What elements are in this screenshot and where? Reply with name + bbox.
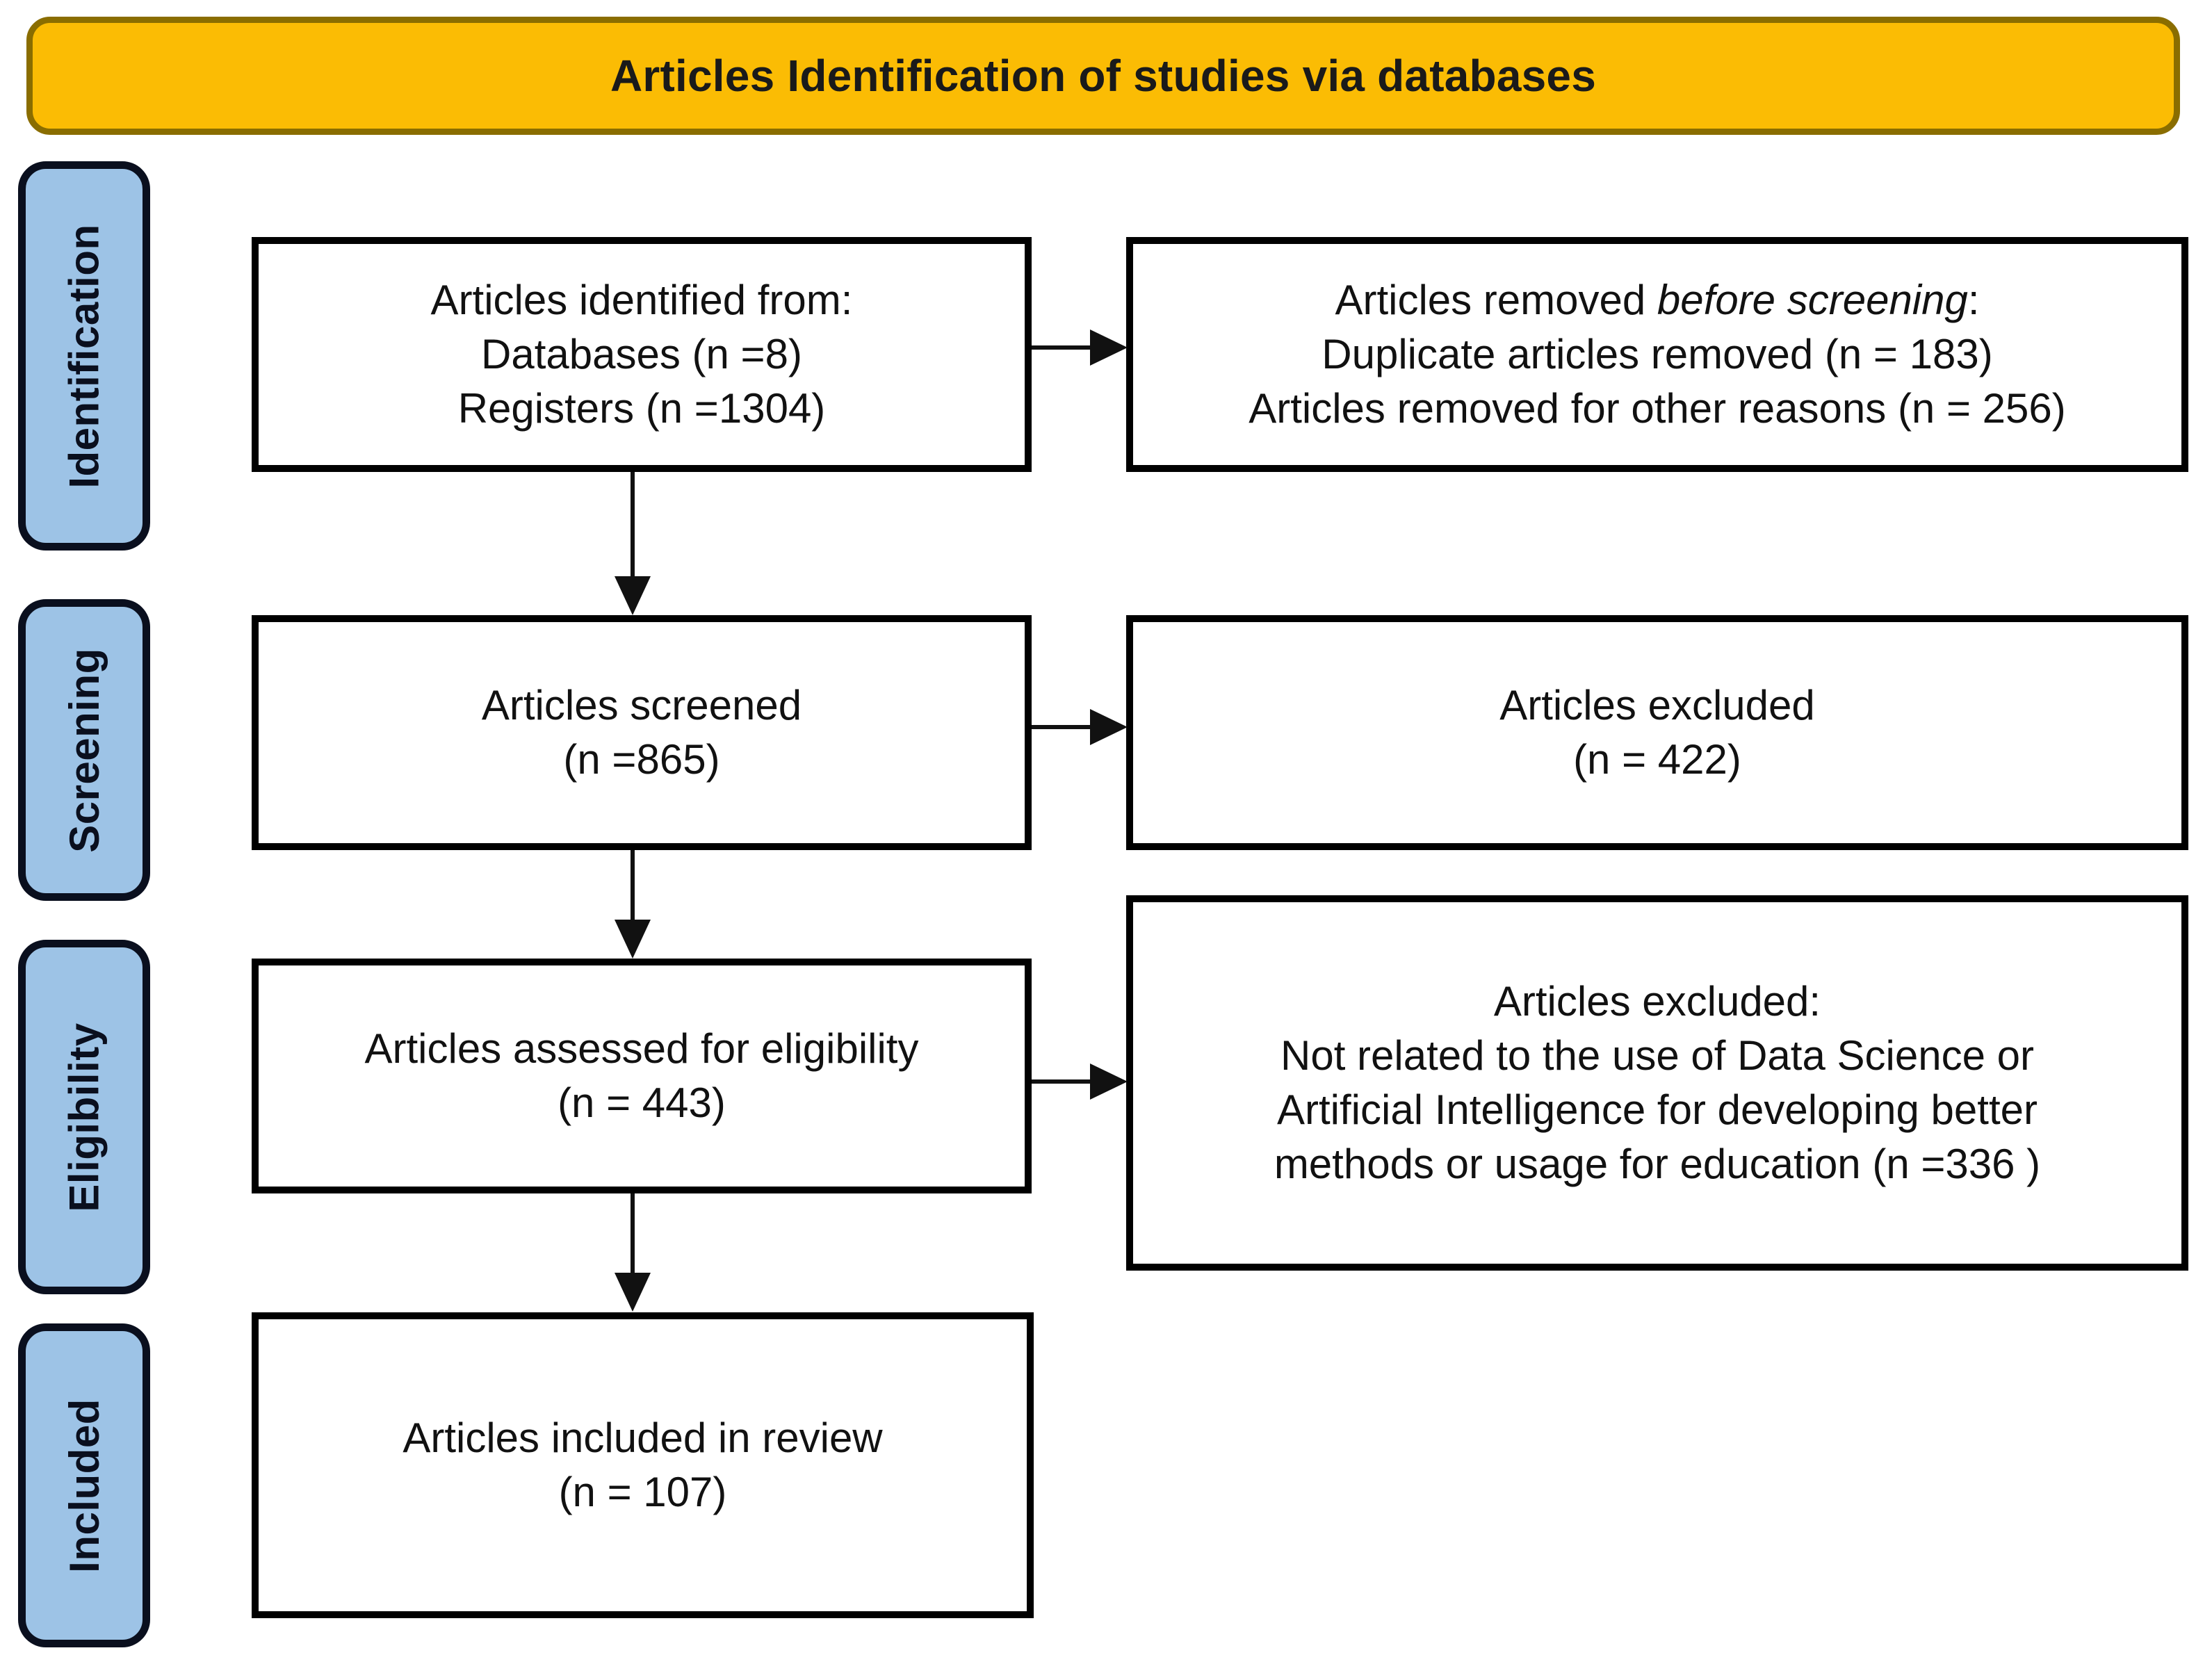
stage-tab-eligibility-label: Eligibility xyxy=(60,1022,108,1212)
arrow-right-identified-to-removed-icon xyxy=(1032,327,1129,368)
box-line: methods or usage for education (n =336 ) xyxy=(1274,1141,2041,1187)
box-line: (n =865) xyxy=(563,736,720,783)
removed-prefix: Articles removed xyxy=(1335,277,1657,323)
box-articles-excluded-screening: Articles excluded (n = 422) xyxy=(1126,615,2188,850)
box-articles-assessed-text: Articles assessed for eligibility (n = 4… xyxy=(365,1022,919,1130)
removed-suffix: : xyxy=(1967,277,1980,323)
box-line: Not related to the use of Data Science o… xyxy=(1280,1032,2034,1079)
box-line: Articles included in review xyxy=(402,1415,883,1461)
stage-tab-identification: Identification xyxy=(18,161,150,551)
box-articles-excluded-screening-text: Articles excluded (n = 422) xyxy=(1499,678,1815,787)
box-line: Articles assessed for eligibility xyxy=(364,1025,919,1072)
box-line: Articles removed before screening: xyxy=(1249,273,2066,327)
box-articles-included-text: Articles included in review (n = 107) xyxy=(402,1411,882,1519)
box-articles-screened: Articles screened (n =865) xyxy=(252,615,1032,850)
box-line: (n = 107) xyxy=(558,1469,727,1515)
box-articles-excluded-eligibility: Articles excluded: Not related to the us… xyxy=(1126,895,2188,1271)
box-articles-removed-before-screening: Articles removed before screening: Dupli… xyxy=(1126,237,2188,472)
box-articles-assessed-eligibility: Articles assessed for eligibility (n = 4… xyxy=(252,959,1032,1193)
box-line: Articles excluded: xyxy=(1493,978,1821,1025)
box-articles-screened-text: Articles screened (n =865) xyxy=(482,678,802,787)
box-articles-removed-text: Articles removed before screening: Dupli… xyxy=(1249,273,2066,436)
box-line: Artificial Intelligence for developing b… xyxy=(1277,1086,2038,1133)
arrow-down-screened-to-assessed-icon xyxy=(612,850,653,960)
removed-italic: before screening xyxy=(1657,277,1968,323)
arrow-right-assessed-to-excluded-icon xyxy=(1032,1061,1129,1102)
box-line: Articles excluded xyxy=(1499,682,1815,728)
arrow-right-screened-to-excluded-icon xyxy=(1032,706,1129,748)
stage-tab-included: Included xyxy=(18,1323,150,1647)
box-line: Articles screened xyxy=(481,682,802,728)
box-line: Registers (n =1304) xyxy=(457,385,826,432)
box-articles-identified: Articles identified from: Databases (n =… xyxy=(252,237,1032,472)
box-line: Articles identified from: xyxy=(430,277,853,323)
arrow-down-identified-to-screened-icon xyxy=(612,472,653,617)
box-line: Databases (n =8) xyxy=(481,331,802,377)
stage-tab-screening: Screening xyxy=(18,599,150,901)
stage-tab-screening-label: Screening xyxy=(60,647,108,853)
stage-tab-included-label: Included xyxy=(60,1398,108,1573)
box-line: Duplicate articles removed (n = 183) xyxy=(1321,331,1993,377)
header-banner: Articles Identification of studies via d… xyxy=(26,17,2180,135)
box-articles-included-in-review: Articles included in review (n = 107) xyxy=(252,1312,1034,1618)
page-title: Articles Identification of studies via d… xyxy=(610,51,1596,101)
box-articles-excluded-eligibility-text: Articles excluded: Not related to the us… xyxy=(1274,975,2040,1191)
arrow-down-assessed-to-included-icon xyxy=(612,1193,653,1313)
box-line: Articles removed for other reasons (n = … xyxy=(1249,385,2066,432)
box-line: (n = 443) xyxy=(558,1079,726,1126)
stage-tab-identification-label: Identification xyxy=(60,223,108,489)
box-line: (n = 422) xyxy=(1573,736,1741,783)
stage-tab-eligibility: Eligibility xyxy=(18,940,150,1294)
box-articles-identified-text: Articles identified from: Databases (n =… xyxy=(431,273,853,436)
